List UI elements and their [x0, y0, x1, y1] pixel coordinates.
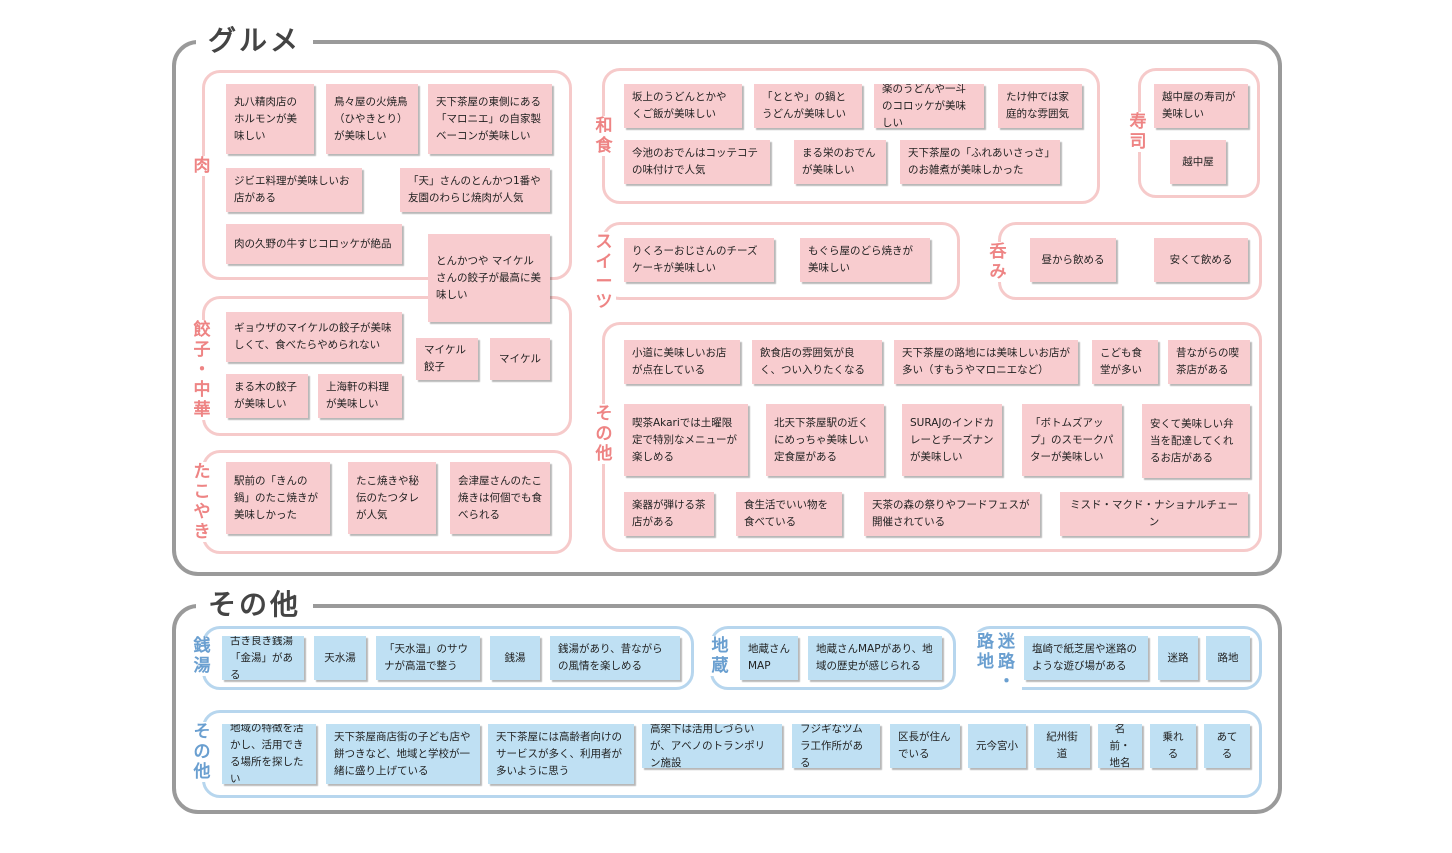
- sticky-note[interactable]: 坂上のうどんとかやくご飯が美味しい: [624, 84, 742, 128]
- sticky-note[interactable]: 天下茶屋の路地には美味しいお店が多い（すもうやマロニエなど）: [894, 340, 1078, 384]
- sticky-note[interactable]: 天下茶屋商店街の子ども店や餅つきなど、地域と学校が一緒に盛り上げている: [326, 724, 480, 784]
- sticky-note[interactable]: 喫茶Akariでは土曜限定で特別なメニューが楽しめる: [624, 404, 748, 476]
- sticky-note[interactable]: 「天」さんのとんかつ1番や友園のわらじ焼肉が人気: [400, 168, 550, 212]
- group-label-other-other: その他: [190, 722, 214, 782]
- sticky-note[interactable]: 「ととや」の鍋とうどんが美味しい: [754, 84, 862, 128]
- sticky-note[interactable]: 楽器が弾ける茶店がある: [624, 492, 714, 536]
- sticky-note[interactable]: マイケル: [490, 338, 550, 380]
- group-label-sento: 銭湯: [190, 636, 214, 676]
- sticky-note[interactable]: 天下茶屋の東側にある「マロニエ」の自家製ベーコンが美味しい: [428, 84, 552, 154]
- sticky-note[interactable]: 銭湯: [490, 636, 540, 680]
- sticky-note[interactable]: 天水湯: [314, 636, 366, 680]
- sticky-note[interactable]: 越中屋: [1170, 140, 1226, 184]
- sticky-note[interactable]: 小道に美味しいお店が点在している: [624, 340, 740, 384]
- sticky-note[interactable]: 塩崎で紙芝居や迷路のような遊び場がある: [1024, 636, 1148, 680]
- group-label-jizo: 地蔵: [708, 636, 732, 676]
- group-label-takoyaki: たこやき: [190, 462, 214, 542]
- sticky-note[interactable]: 食生活でいい物を食べている: [736, 492, 842, 536]
- sticky-note[interactable]: 高架下は活用しづらいが、アベノのトランポリン施設: [642, 724, 782, 768]
- sticky-note[interactable]: 「天水温」のサウナが高温で整う: [376, 636, 480, 680]
- sticky-note[interactable]: 天下茶屋の「ふれあいさっさ」のお雑煮が美味しかった: [900, 140, 1060, 184]
- sticky-note[interactable]: こども食堂が多い: [1092, 340, 1158, 384]
- sticky-note[interactable]: 楽のうどんや一斗のコロッケが美味しい: [874, 84, 984, 128]
- group-label-niku: 肉: [190, 156, 214, 176]
- gourmet-title: グルメ: [196, 24, 314, 58]
- sticky-note[interactable]: とんかつや マイケルさんの餃子が最高に美味しい: [428, 234, 550, 322]
- sticky-note[interactable]: 上海軒の料理が美味しい: [318, 374, 402, 418]
- sticky-note[interactable]: 天茶の森の祭りやフードフェスが開催されている: [864, 492, 1040, 536]
- sticky-note[interactable]: 天下茶屋には高齢者向けのサービスが多く、利用者が多いように思う: [488, 724, 634, 784]
- other-frame: [172, 604, 1282, 814]
- sticky-note[interactable]: 路地: [1206, 636, 1250, 680]
- sticky-note[interactable]: SURAJのインドカレーとチーズナンが美味しい: [902, 404, 1002, 476]
- sticky-note[interactable]: 名前・地名: [1098, 724, 1142, 768]
- group-label-gyoza: 餃子・中華: [190, 320, 214, 420]
- sticky-note[interactable]: 地域の特徴を活かし、活用できる場所を探したい: [222, 724, 316, 784]
- sticky-note[interactable]: 銭湯があり、昔ながらの風情を楽しめる: [550, 636, 680, 680]
- sticky-note[interactable]: 肉の久野の牛すじコロッケが絶品: [226, 224, 402, 264]
- sticky-note[interactable]: ジビエ料理が美味しいお店がある: [226, 168, 362, 212]
- gourmet-frame: [172, 40, 1282, 576]
- sticky-note[interactable]: 越中屋の寿司が美味しい: [1154, 84, 1248, 128]
- sticky-note[interactable]: 北天下茶屋駅の近くにめっちゃ美味しい定食屋がある: [766, 404, 884, 476]
- sticky-note[interactable]: ギョウザのマイケルの餃子が美味しくて、食べたらやめられない: [226, 312, 402, 362]
- other-title: その他: [196, 588, 314, 622]
- sticky-note[interactable]: まる木の餃子が美味しい: [226, 374, 308, 418]
- sticky-note[interactable]: たけ仲では家庭的な雰囲気: [998, 84, 1082, 128]
- sticky-note[interactable]: 安くて美味しい弁当を配達してくれるお店がある: [1142, 404, 1250, 478]
- sticky-note[interactable]: 紀州街道: [1034, 724, 1090, 768]
- sticky-note[interactable]: ミスド・マクド・ナショナルチェーン: [1060, 492, 1248, 536]
- sticky-note[interactable]: あてる: [1204, 724, 1250, 768]
- sticky-note[interactable]: 乗れる: [1150, 724, 1196, 768]
- sticky-note[interactable]: 今池のおでんはコッテコテの味付けで人気: [624, 140, 770, 184]
- sticky-note[interactable]: もぐら屋のどら焼きが美味しい: [800, 238, 930, 282]
- sticky-note[interactable]: マイケル餃子: [416, 338, 478, 380]
- sticky-note[interactable]: 会津屋さんのたこ焼きは何個でも食べられる: [450, 462, 550, 534]
- sticky-note[interactable]: 安くて飲める: [1154, 238, 1248, 282]
- sticky-note[interactable]: まる栄のおでんが美味しい: [794, 140, 886, 184]
- sticky-note[interactable]: 迷路: [1158, 636, 1198, 680]
- sticky-note[interactable]: 「ボトムズアップ」のスモークパターが美味しい: [1022, 404, 1122, 476]
- sticky-note[interactable]: 昔ながらの喫茶店がある: [1168, 340, 1250, 384]
- group-label-meiro: 路地迷路・: [970, 632, 1022, 692]
- sticky-note[interactable]: たこ焼きや秘伝のたつタレが人気: [348, 462, 436, 534]
- group-label-sushi: 寿司: [1126, 112, 1150, 152]
- sticky-note[interactable]: 飲食店の雰囲気が良く、つい入りたくなる: [752, 340, 882, 384]
- sticky-note[interactable]: 鳥々屋の火焼鳥（ひやきとり）が美味しい: [326, 84, 418, 154]
- group-label-washoku: 和食: [592, 116, 616, 156]
- sticky-note[interactable]: 古き良き銭湯「金湯」がある: [222, 636, 304, 680]
- sticky-note[interactable]: 区長が住んでいる: [890, 724, 960, 768]
- sticky-note[interactable]: フジギなツムラ工作所がある: [792, 724, 880, 768]
- group-label-sweets: スイーツ: [592, 232, 616, 312]
- sticky-note[interactable]: 地蔵さんMAP: [740, 636, 798, 680]
- group-label-nomi: 呑み: [986, 242, 1010, 282]
- group-label-gourmet-other: その他: [592, 404, 616, 464]
- sticky-note[interactable]: りくろーおじさんのチーズケーキが美味しい: [624, 238, 774, 282]
- sticky-note[interactable]: 駅前の「きんの鍋」のたこ焼きが美味しかった: [226, 462, 330, 534]
- sticky-note[interactable]: 昼から飲める: [1030, 238, 1116, 282]
- sticky-note[interactable]: 元今宮小: [968, 724, 1026, 768]
- sticky-note[interactable]: 地蔵さんMAPがあり、地域の歴史が感じられる: [808, 636, 942, 680]
- sticky-note[interactable]: 丸八精肉店のホルモンが美味しい: [226, 84, 314, 154]
